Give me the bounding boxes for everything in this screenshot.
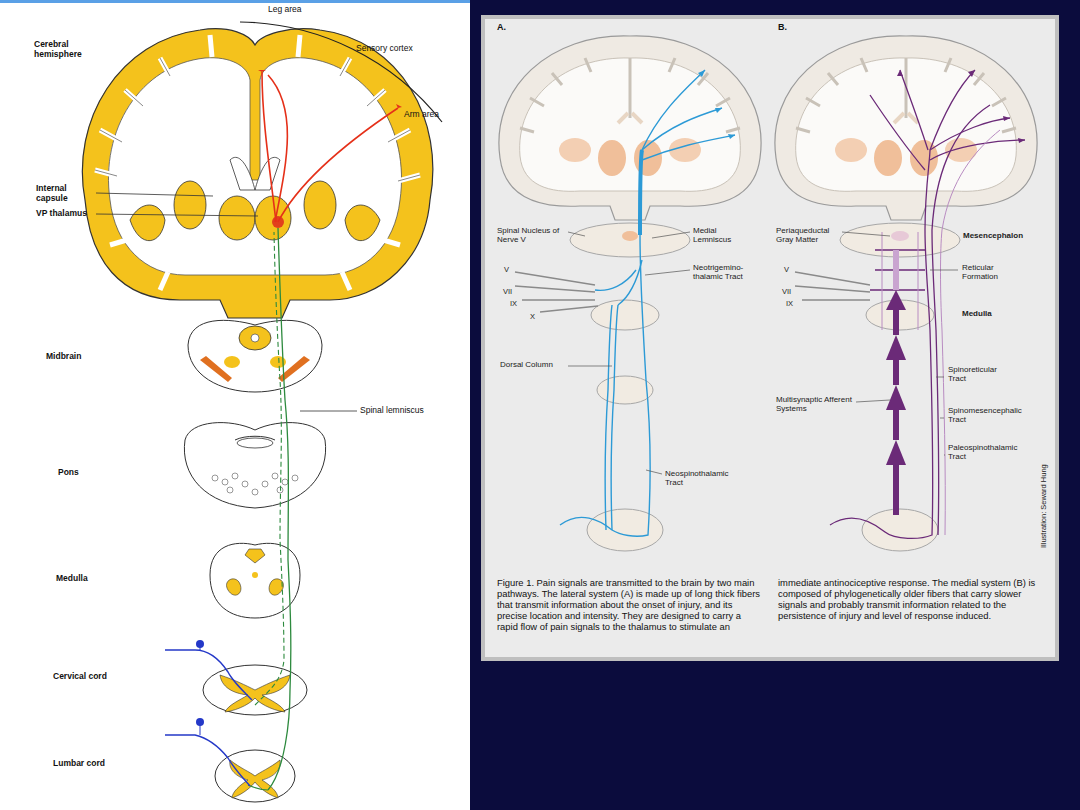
structure-label: Neotrigemino-thalamic Tract [693,264,763,282]
structure-label: Sensory cortex [356,44,413,54]
structure-label: IX [786,300,793,308]
structure-label: Leg area [268,5,302,15]
structure-label: Pons [58,468,79,478]
structure-label: Lumbar cord [53,759,105,769]
structure-label: Neospinothalamic Tract [665,470,740,488]
structure-label: X [530,313,535,321]
structure-label: VII [782,288,791,296]
structure-label: Spinoreticular Tract [948,366,1010,384]
structure-label: Cervical cord [53,672,107,682]
structure-label: Spinal lemniscus [360,406,424,416]
structure-label: A. [497,22,506,32]
figure-caption: Figure 1. Pain signals are transmitted t… [497,577,1045,632]
structure-label: B. [778,22,787,32]
structure-label: Medulla [962,310,992,319]
structure-label: Midbrain [46,352,81,362]
structure-label: Periaqueductal Gray Matter [776,227,842,245]
structure-label: Spinomesencephalic Tract [948,407,1024,425]
structure-label: VII [503,288,512,296]
structure-label: V [504,266,509,274]
credit-text: Illustration: Seward Hung [1040,464,1048,548]
structure-label: VP thalamus [36,209,87,219]
structure-label: Arm area [404,110,439,120]
structure-label: Reticular Formation [962,264,1022,282]
structure-label: V [784,266,789,274]
structure-label: Cerebral hemisphere [34,40,104,59]
structure-label: Internal capsule [36,184,94,203]
structure-label: Spinal Nucleus of Nerve V [497,227,569,245]
structure-label: Mesencephalon [963,232,1023,241]
structure-label: Medial Lemniscus [693,227,755,245]
structure-label: Paleospinothalamic Tract [948,444,1028,462]
structure-label: Dorsal Column [500,361,553,370]
structure-label: Medulla [56,574,88,584]
structure-label: Multisynaptic Afferent Systems [776,396,856,414]
structure-label: IX [510,300,517,308]
